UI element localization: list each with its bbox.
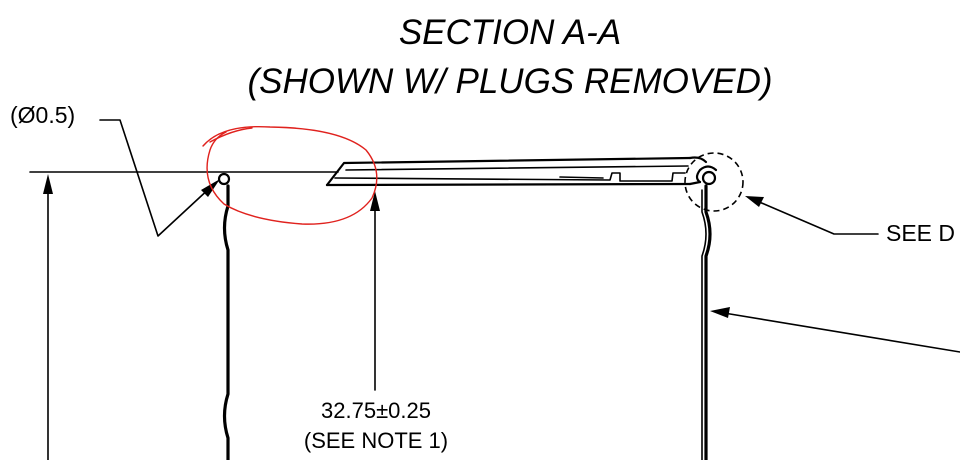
lid-dimension-arrow [370,191,380,211]
rim-bead-left [217,172,231,186]
height-dimension-arrow [43,174,53,194]
wall-leader [723,312,960,353]
rim-roll [695,165,718,184]
redline-markup-circle [202,125,378,225]
detail-circle [684,152,744,212]
diameter-leader [99,119,213,237]
right-drum-wall-inner [701,189,707,460]
diameter-leader-arrow [201,179,220,197]
dimension-note: (SEE NOTE 1) [304,428,448,453]
diameter-callout: (Ø0.5) [10,102,75,128]
dimension-value: 32.75±0.25 [321,398,431,423]
rim-bead-right [701,170,717,186]
lid-profile [325,156,708,187]
detail-leader-arrow [745,196,764,207]
left-drum-wall [222,184,230,460]
section-title: SECTION A-A [399,13,621,52]
wall-leader-arrow [710,307,730,318]
section-subtitle: (SHOWN W/ PLUGS REMOVED) [247,62,772,101]
right-drum-wall [704,184,712,460]
detail-callout: SEE D [886,220,955,246]
redline-markup-tail [209,127,253,143]
detail-leader [756,200,879,235]
